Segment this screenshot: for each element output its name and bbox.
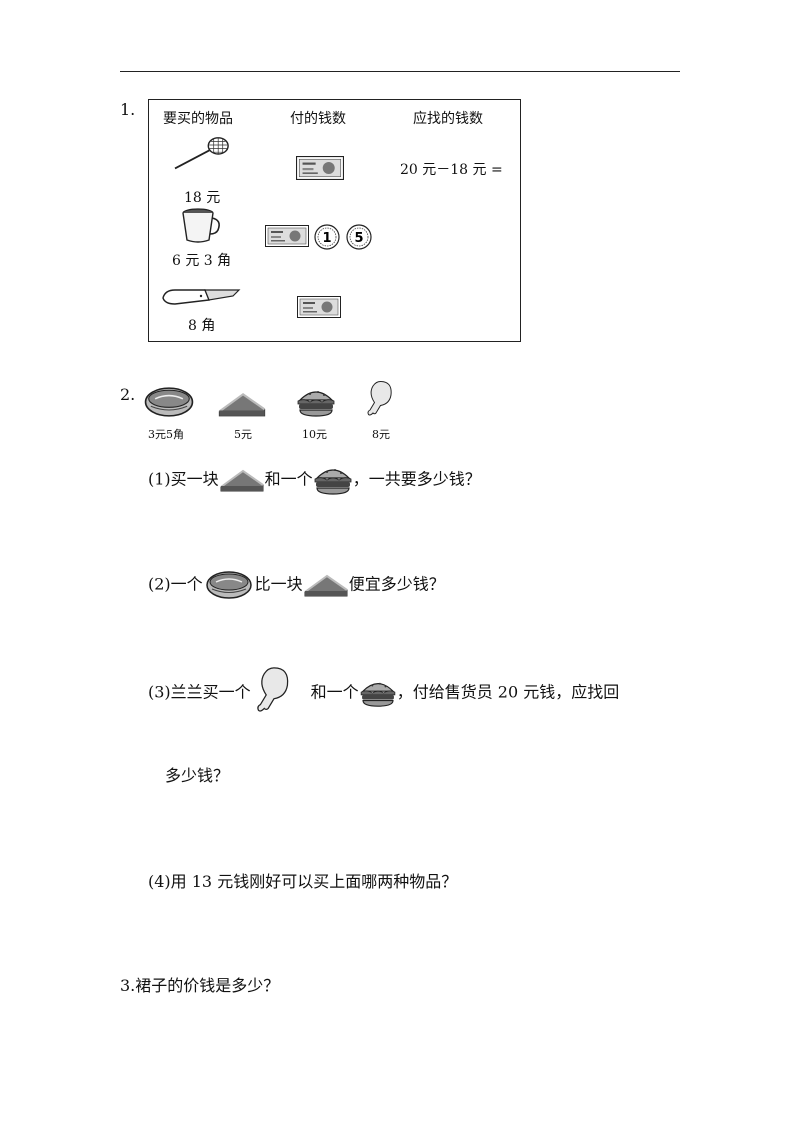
sub-question-1: (1)买一块 和一个 ，一共要多少钱？ — [148, 464, 481, 496]
burger-price: 10元 — [302, 428, 327, 441]
1-yuan-note-icon — [296, 296, 342, 318]
sub-question-3-part-b: 和一个 — [310, 682, 359, 702]
question-2-number: 2. — [120, 385, 136, 404]
sub-question-3: (3)兰兰买一个 和一个 ，付给售货员 20 元钱，应找回 — [148, 666, 619, 720]
svg-text:1: 1 — [322, 231, 331, 246]
5-jiao-coin-icon: 5 — [346, 224, 372, 250]
sub-question-3-continuation: 多少钱？ — [165, 766, 230, 785]
shopping-table — [148, 99, 521, 342]
sub-question-1-part-b: 和一个 — [264, 469, 313, 489]
1-yuan-coin-icon: 1 — [314, 224, 340, 250]
chicken-leg-icon — [251, 666, 293, 720]
sub-question-1-part-c: ，一共要多少钱？ — [352, 469, 481, 489]
cake-slice-icon — [219, 467, 265, 493]
sub-question-3-part-a: (3)兰兰买一个 — [148, 682, 251, 702]
sub-question-1-part-a: (1)买一块 — [148, 469, 219, 489]
header-rule — [120, 71, 680, 72]
cup-icon — [180, 208, 222, 244]
cake-slice-icon — [217, 390, 267, 418]
header-items-to-buy: 要买的物品 — [163, 111, 233, 127]
knife-icon — [160, 286, 242, 310]
sub-question-2-part-c: 便宜多少钱？ — [348, 574, 445, 594]
burger-icon — [313, 464, 353, 496]
change-expression-1: 20 元－18 元 = — [400, 162, 503, 178]
bread-price: 3元5角 — [148, 428, 184, 441]
bread-icon — [143, 386, 195, 418]
5-yuan-note-icon — [265, 225, 309, 247]
cake-price: 5元 — [234, 428, 252, 441]
header-amount-paid: 付的钱数 — [290, 111, 346, 127]
bread-icon — [203, 570, 255, 600]
question-1-number: 1. — [120, 100, 136, 119]
knife-price: 8 角 — [188, 318, 216, 334]
sub-question-2: (2)一个 比一块 便宜多少钱？ — [148, 570, 445, 600]
chicken-price: 8元 — [372, 428, 390, 441]
header-change-due: 应找的钱数 — [413, 111, 483, 127]
cake-slice-icon — [303, 572, 349, 598]
sub-question-2-part-b: 比一块 — [254, 574, 303, 594]
question-3: 3.裙子的价钱是多少？ — [120, 976, 280, 995]
badminton-racket-icon — [172, 136, 232, 172]
burger-icon — [359, 678, 397, 708]
20-yuan-note-icon — [296, 156, 344, 180]
svg-text:5: 5 — [354, 231, 363, 246]
sub-question-2-part-a: (2)一个 — [148, 574, 203, 594]
racket-price: 18 元 — [184, 190, 221, 206]
sub-question-4: (4)用 13 元钱刚好可以买上面哪两种物品？ — [148, 872, 458, 891]
burger-icon — [296, 386, 336, 418]
chicken-leg-icon — [364, 380, 394, 422]
sub-question-3-part-c: ，付给售货员 20 元钱，应找回 — [396, 682, 620, 702]
cup-price: 6 元 3 角 — [172, 253, 232, 269]
